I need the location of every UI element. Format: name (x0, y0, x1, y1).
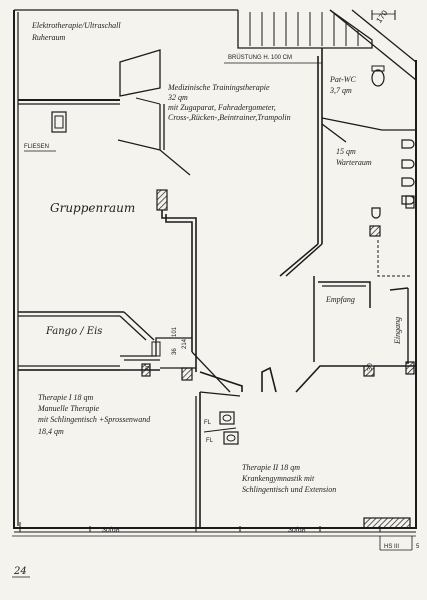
window-ticks (19, 522, 381, 532)
empfang-walls (279, 243, 415, 375)
fl-label-1: FL (204, 420, 212, 426)
toilet-tank (371, 65, 385, 72)
staircase (237, 9, 417, 81)
therapie1-label: Therapie I 18 qm Manuelle Therapie mit S… (37, 393, 152, 436)
therapy-partition (195, 391, 241, 528)
dim-36-label: 36 (172, 348, 178, 355)
training-walls (117, 104, 231, 393)
fl-label-2: FL (206, 438, 214, 444)
elektro-label: Elektrotherapie/Ultraschall Ruheraum (31, 21, 123, 42)
training-label: Medizinische Trainingstherapie 32 qm mit… (167, 83, 291, 122)
sink-basin (54, 115, 64, 129)
stair-dimension: 170 (374, 8, 389, 25)
hs-label: HS III (384, 544, 399, 550)
fango-label: Fango / Eis (45, 326, 102, 337)
therapie2-label: Therapie II 18 qm Krankengymnastik mit S… (241, 463, 336, 494)
sink-1 (219, 411, 235, 425)
dim-101-label: 101 (172, 326, 178, 337)
dim-right: 30 (367, 363, 374, 371)
dim-bottom-left: 30/68 (102, 527, 120, 534)
eingang-label: Eingang (393, 317, 402, 345)
patwc-walls (317, 48, 416, 244)
bruestung-label: BRÜSTUNG H. 100 CM (228, 54, 292, 61)
patwc-label: Pat-WC 3,7 qm (329, 75, 358, 95)
sink-2 (223, 431, 239, 445)
sink-fixture (51, 111, 67, 133)
dim-left: 30 (145, 363, 152, 371)
therapy-door-walls (18, 363, 416, 393)
fliesen-label: FLIESEN (24, 144, 49, 150)
empfang-label: Empfang (325, 295, 355, 304)
gruppenraum-label: Gruppenraum (50, 201, 135, 215)
toilet-fixture (371, 69, 385, 87)
dim-bottom-right: 30/68 (288, 527, 306, 534)
page-number: 24 (13, 566, 27, 577)
hs-number: 5 (416, 544, 420, 550)
dim-214-label: 214 (182, 338, 188, 349)
outer-walls (13, 9, 417, 533)
waiting-chairs (369, 139, 415, 237)
elektro-walls (18, 49, 161, 105)
warteraum-label: 15 qm Warteraum (336, 147, 372, 167)
